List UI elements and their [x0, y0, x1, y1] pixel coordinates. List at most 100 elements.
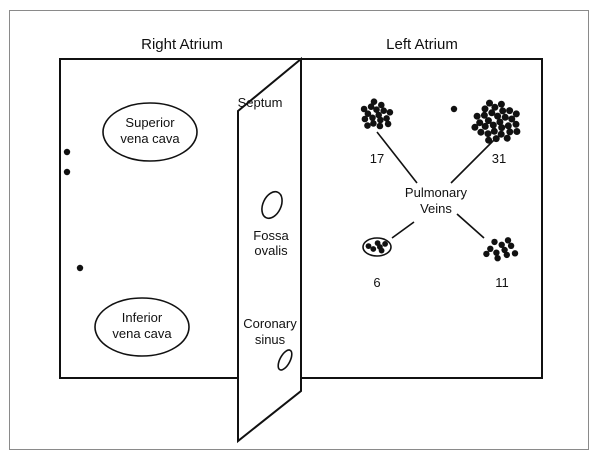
left-atrium-dot [450, 105, 458, 113]
vein-count-top-right: 31 [492, 151, 506, 166]
vein-dot [511, 250, 519, 257]
vein-dot [386, 109, 394, 116]
vein-dot [473, 112, 481, 120]
vein-dot [369, 114, 376, 122]
right-atrium-dot [63, 148, 71, 156]
vein-dot [513, 128, 521, 135]
vein-dot [484, 117, 492, 125]
vein-dot [376, 122, 384, 130]
vein-dot [483, 250, 490, 258]
vein-dot [471, 123, 479, 131]
pulmonary-vein-cluster-top-left [360, 98, 394, 130]
vein-dot [497, 130, 505, 138]
vein-dot [504, 237, 512, 244]
vein-dot [486, 99, 493, 107]
superior-vena-cava-label-1: Superior [125, 115, 175, 130]
vein-dot [512, 110, 520, 118]
vein-dot [375, 111, 383, 119]
vein-dot [506, 128, 514, 136]
pulmonary-veins-label-1: Pulmonary [405, 185, 468, 200]
right-atrium-label: Right Atrium [141, 36, 223, 53]
vein-dot [503, 134, 511, 142]
vein-dot [380, 107, 388, 114]
vein-count-top-left: 17 [370, 151, 384, 166]
vein-dot [384, 120, 392, 128]
septum-label: Septum [238, 95, 283, 110]
fossa-ovalis-label-1: Fossa [253, 228, 289, 243]
vein-dot [370, 120, 377, 127]
pulmonary-vein-line [391, 221, 415, 239]
vein-dot [499, 107, 507, 115]
vein-dot [374, 240, 381, 247]
pulmonary-vein-cluster-bottom-right [483, 237, 519, 262]
vein-dot [501, 246, 508, 254]
vein-dot [496, 118, 504, 126]
vein-dot [360, 105, 368, 113]
pulmonary-veins-label-2: Veins [420, 201, 452, 216]
superior-vena-cava-label-2: vena cava [120, 131, 180, 146]
vein-dot [383, 115, 390, 122]
vein-dot [364, 122, 371, 129]
right-atrium-dot [76, 264, 84, 272]
inferior-vena-cava-label-1: Inferior [122, 310, 163, 325]
vein-count-bottom-left: 6 [373, 275, 380, 290]
vein-dot [506, 107, 514, 115]
vein-dot [497, 100, 505, 108]
vein-dot [512, 120, 520, 128]
vein-dot [477, 128, 485, 136]
fossa-ovalis-outline [261, 190, 283, 220]
inferior-vena-cava-label-2: vena cava [112, 326, 172, 341]
vein-dot [361, 115, 369, 123]
pulmonary-vein-line [456, 213, 485, 239]
vein-outline [362, 237, 392, 257]
vein-dot [365, 243, 372, 250]
vein-dot [378, 247, 385, 254]
vein-dot [485, 136, 493, 144]
vein-dot [498, 124, 506, 132]
superior-vena-cava-outline [102, 102, 198, 162]
vein-dot [481, 105, 489, 113]
vein-dot [494, 112, 502, 120]
vein-dot [481, 122, 489, 130]
vein-dot [494, 255, 501, 262]
vein-dot [491, 238, 498, 246]
inferior-vena-cava-outline [94, 297, 190, 357]
vein-dot [490, 127, 498, 135]
vein-dot [364, 110, 372, 117]
vein-dot [370, 246, 377, 252]
vein-dot [493, 249, 500, 256]
coronary-sinus-outline [277, 349, 293, 371]
coronary-sinus-label-1: Coronary [243, 316, 297, 331]
vein-dot [492, 135, 500, 143]
vein-dot [373, 106, 380, 113]
vein-dot [501, 113, 509, 121]
vein-dot [498, 241, 505, 248]
pulmonary-vein-line [450, 139, 495, 184]
vein-dot [503, 251, 510, 259]
pulmonary-vein-cluster-bottom-left [362, 237, 392, 257]
vein-dot [508, 115, 516, 123]
vein-dot [507, 242, 515, 249]
vein-dot [484, 130, 492, 138]
vein-count-bottom-right: 11 [495, 275, 509, 290]
vein-dot [491, 103, 499, 111]
vein-dot [488, 109, 496, 117]
vein-dot [480, 111, 488, 119]
vein-dot [504, 122, 512, 130]
right-atrium-dot [63, 168, 71, 176]
pulmonary-vein-cluster-top-right [471, 99, 521, 144]
coronary-sinus-label-2: sinus [255, 332, 286, 347]
vein-dot [476, 119, 484, 127]
pulmonary-vein-line [376, 131, 418, 184]
vein-dot [367, 103, 375, 110]
vein-dot [382, 241, 388, 247]
fossa-ovalis-label-2: ovalis [254, 243, 288, 258]
vein-dot [378, 101, 385, 109]
vein-dot [370, 98, 378, 105]
vein-dot [487, 245, 494, 252]
septum-plane [237, 56, 302, 444]
left-atrium-label: Left Atrium [386, 36, 458, 53]
vein-dot [377, 116, 384, 124]
vein-dot [489, 121, 497, 129]
